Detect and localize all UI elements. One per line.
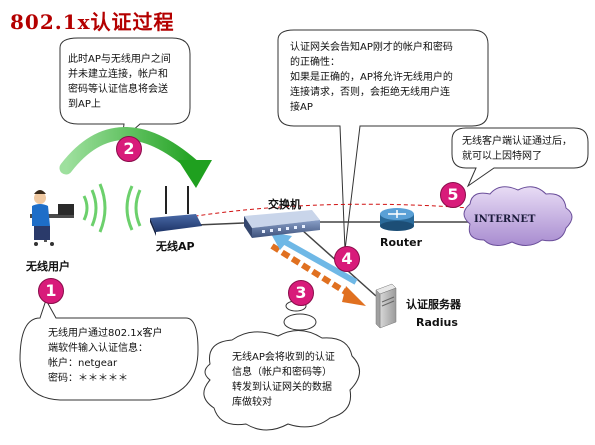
step2-line: 此时AP与无线用户之间	[68, 54, 171, 65]
step3-line: 信息（帐户和密码等）	[232, 367, 332, 378]
step-3-badge: 3	[288, 280, 314, 306]
bubble-step1	[19, 298, 199, 401]
switch-icon	[244, 210, 320, 238]
bubble-step2	[59, 37, 191, 142]
step5-line: 无线客户端认证通过后，	[462, 136, 572, 147]
gateway-line: 如果是正确的，AP将允许无线用户的	[290, 72, 453, 83]
step3-line: 无线AP会将收到的认证	[232, 352, 335, 363]
green-arc-arrow	[59, 127, 212, 188]
gateway-line: 认证网关会告知AP刚才的帐户和密码	[290, 42, 453, 53]
step2-line: 并未建立连接，帐户和	[68, 69, 168, 80]
step3-line: 库做较对	[232, 397, 272, 408]
blue-arrow	[270, 232, 358, 285]
step1-line: 密码：＊＊＊＊＊	[48, 373, 128, 384]
server-icon	[375, 283, 397, 329]
radius-label: Radius	[416, 316, 458, 329]
orange-arrow	[270, 243, 366, 306]
gateway-line: 的正确性：	[290, 57, 340, 68]
gateway-caption: 认证网关会告知AP刚才的帐户和密码 的正确性： 如果是正确的，AP将允许无线用户…	[290, 40, 453, 115]
step2-line: 密码等认证信息将会送	[68, 84, 168, 95]
step3-caption: 无线AP会将收到的认证 信息（帐户和密码等） 转发到认证网关的数据 库做较对	[232, 350, 335, 410]
wireless-user-label: 无线用户	[26, 260, 70, 273]
gateway-line: 接AP	[290, 102, 313, 113]
step1-caption: 无线用户通过802.1x客户 端软件输入认证信息： 帐户：netgear 密码：…	[48, 326, 163, 386]
step1-line: 端软件输入认证信息：	[48, 343, 148, 354]
bubble-step5	[451, 127, 589, 188]
internet-label: INTERNET	[474, 214, 536, 225]
bubble-step3	[203, 300, 360, 431]
step1-line: 无线用户通过802.1x客户	[48, 328, 163, 339]
bubble-gateway	[277, 29, 489, 251]
signal-waves	[82, 183, 142, 233]
step-5-badge: 5	[440, 182, 466, 208]
auth-server-label: 认证服务器	[406, 298, 461, 311]
switch-label: 交换机	[268, 198, 301, 211]
internet-cloud-icon	[463, 186, 573, 246]
router-icon	[380, 208, 414, 231]
router-label: Router	[380, 236, 423, 249]
step2-line: 到AP上	[68, 99, 101, 110]
step-4-badge: 4	[334, 246, 360, 272]
wireless-ap-label: 无线AP	[156, 240, 195, 253]
step-2-badge: 2	[116, 136, 142, 162]
user-icon	[30, 190, 74, 246]
step5-caption: 无线客户端认证通过后， 就可以上因特网了	[462, 134, 572, 164]
gateway-line: 连接请求，否则，会拒绝无线用户连	[290, 87, 450, 98]
step-1-badge: 1	[38, 278, 64, 304]
step1-line: 帐户：netgear	[48, 358, 118, 369]
step5-line: 就可以上因特网了	[462, 151, 542, 162]
access-point-icon	[150, 186, 202, 236]
step3-line: 转发到认证网关的数据	[232, 382, 332, 393]
step2-caption: 此时AP与无线用户之间 并未建立连接，帐户和 密码等认证信息将会送 到AP上	[68, 52, 171, 112]
page-title: 802.1x认证过程	[10, 10, 175, 34]
